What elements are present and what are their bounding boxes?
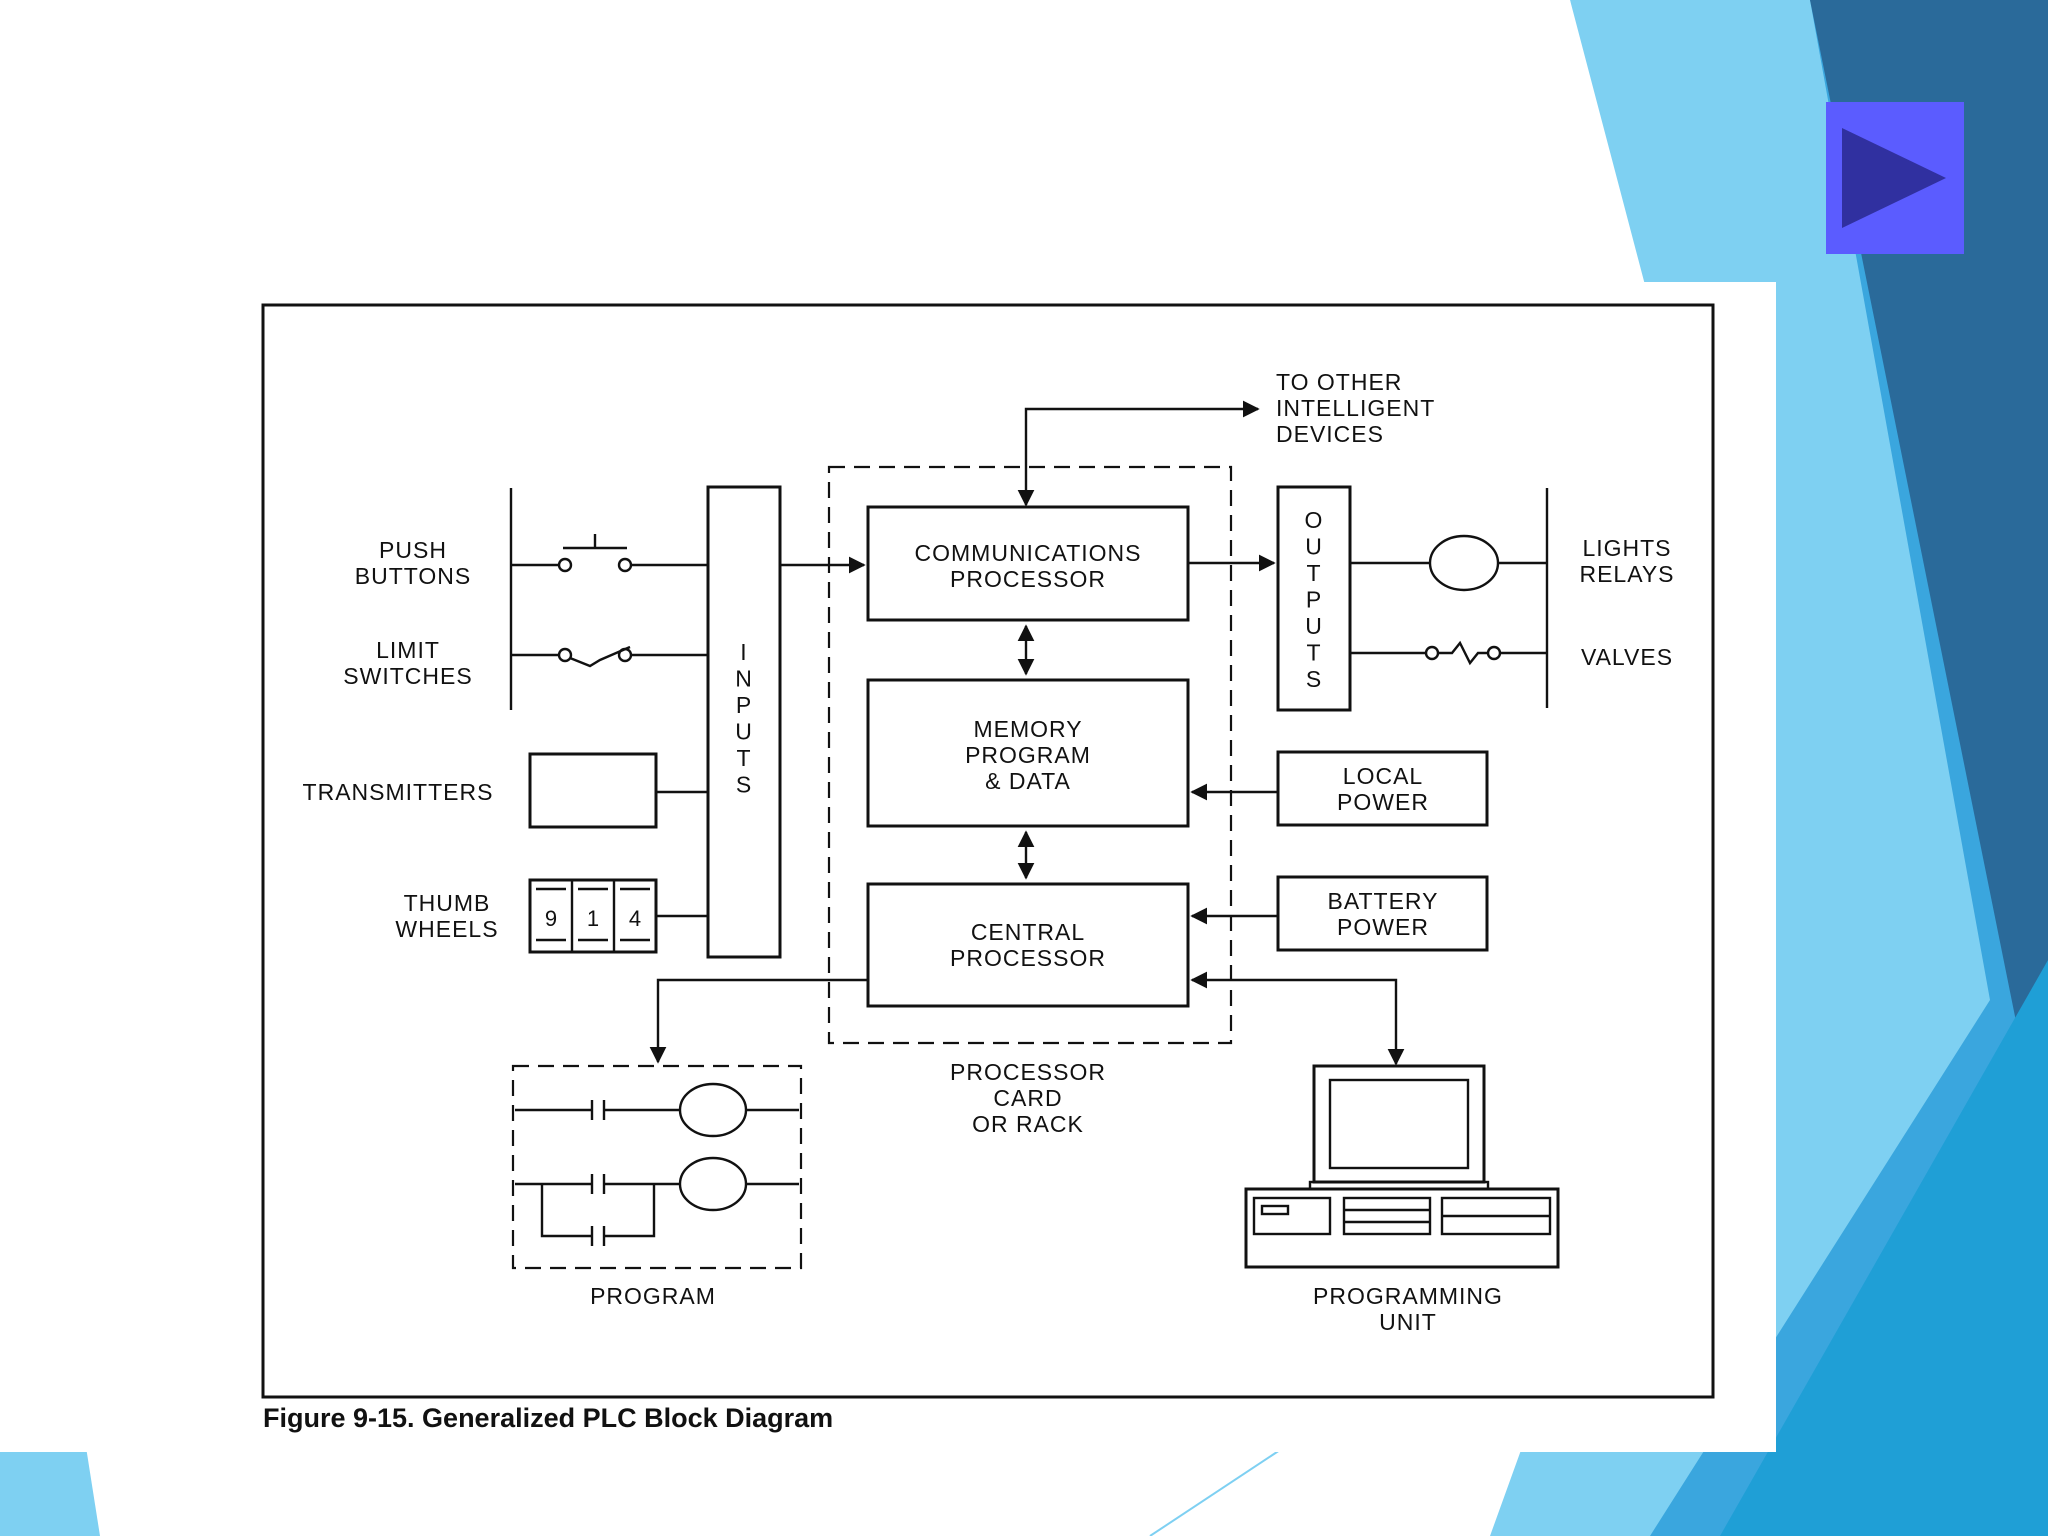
push-buttons-line2: BUTTONS — [355, 563, 471, 589]
cpu-program-arrow — [649, 978, 868, 1064]
battery-power-line1: BATTERY — [1328, 888, 1439, 914]
transmitter-box — [528, 752, 658, 829]
central-processor-line2: PROCESSOR — [950, 945, 1106, 971]
figure-caption: Figure 9-15. Generalized PLC Block Diagr… — [263, 1403, 833, 1433]
limit-switches-line1: LIMIT — [376, 637, 440, 663]
communications-processor-box — [866, 505, 1190, 622]
thumb-wheels-line1: THUMB — [404, 890, 491, 916]
push-buttons-line1: PUSH — [379, 537, 447, 563]
panel-top-fill — [0, 0, 1628, 282]
outputs-letter: S — [1306, 666, 1322, 692]
memory-box — [866, 678, 1190, 828]
local-power-line1: LOCAL — [1343, 763, 1423, 789]
outputs-letter: T — [1306, 560, 1321, 586]
cpu-programming-unit-arrow — [1190, 971, 1405, 1066]
computer-case — [1244, 1187, 1560, 1269]
battery-power-box — [1276, 875, 1489, 952]
program-ladder-region — [511, 1064, 803, 1270]
thin-accent-line — [1149, 1449, 1281, 1536]
local-power-box — [1276, 750, 1489, 827]
processor-card-line2: CARD — [993, 1085, 1062, 1111]
inputs-letter: U — [735, 719, 753, 745]
limit-switch-arm — [569, 645, 631, 668]
limit-switches-line2: SWITCHES — [343, 663, 472, 689]
monitor-outer — [1312, 1064, 1486, 1184]
inputs-letter: S — [736, 772, 752, 798]
local-power-line2: POWER — [1337, 789, 1429, 815]
outputs-letter: T — [1306, 640, 1321, 666]
memory-line1: MEMORY — [973, 716, 1082, 742]
to-other-line2: INTELLIGENT — [1276, 395, 1435, 421]
drive-slot — [1260, 1204, 1290, 1216]
push-button-contact-a — [557, 557, 573, 573]
lights-relays-line1: LIGHTS — [1582, 535, 1671, 561]
programming-unit-line2: UNIT — [1379, 1309, 1437, 1335]
valve-symbol — [1438, 640, 1488, 666]
inputs-block — [706, 485, 782, 959]
vent-grille — [1342, 1196, 1432, 1236]
to-other-line3: DEVICES — [1276, 421, 1384, 447]
right-bottom-shape — [1720, 960, 2048, 1536]
outputs-letter: P — [1306, 587, 1322, 613]
transmitters-label: TRANSMITTERS — [303, 779, 494, 805]
thumbwheel-digit-1: 9 — [545, 906, 557, 931]
inputs-letter: T — [736, 745, 751, 771]
memory-line3: & DATA — [985, 768, 1071, 794]
play-button[interactable] — [1826, 102, 1964, 254]
rung2-branch-right — [604, 1184, 656, 1238]
programming-unit-computer — [1244, 1064, 1560, 1269]
comm-processor-line2: PROCESSOR — [950, 566, 1106, 592]
processor-card-line3: OR RACK — [972, 1111, 1084, 1137]
play-icon — [1842, 128, 1946, 228]
processor-card-line1: PROCESSOR — [950, 1059, 1106, 1085]
right-dark-shape — [1810, 0, 2048, 1180]
battery-power-line2: POWER — [1337, 914, 1429, 940]
outputs-letter: U — [1305, 534, 1323, 560]
program-label: PROGRAM — [590, 1283, 716, 1309]
thumb-wheels-line2: WHEELS — [395, 916, 498, 942]
thumbwheel-digit-2: 1 — [587, 906, 599, 931]
lights-relays-line2: RELAYS — [1579, 561, 1674, 587]
to-other-devices-arrow — [1017, 400, 1260, 507]
drive-bay-left — [1252, 1196, 1332, 1236]
rung2-branch-left — [540, 1184, 592, 1238]
monitor-screen — [1328, 1078, 1470, 1170]
programming-unit-line1: PROGRAMMING — [1313, 1283, 1503, 1309]
to-other-line1: TO OTHER — [1276, 369, 1402, 395]
central-processor-box — [866, 882, 1190, 1008]
limit-switch-contact-a — [557, 647, 573, 663]
outputs-block — [1276, 485, 1352, 712]
comm-processor-line1: COMMUNICATIONS — [915, 540, 1142, 566]
outputs-letter: U — [1305, 613, 1323, 639]
outputs-letter: O — [1305, 507, 1324, 533]
inputs-letter: I — [740, 639, 747, 665]
thumbwheel-digit-3: 4 — [629, 906, 641, 931]
memory-line2: PROGRAM — [965, 742, 1091, 768]
central-processor-line1: CENTRAL — [971, 919, 1085, 945]
inputs-letter: N — [735, 666, 753, 692]
inputs-letter: P — [736, 692, 752, 718]
valves-label: VALVES — [1581, 644, 1673, 670]
